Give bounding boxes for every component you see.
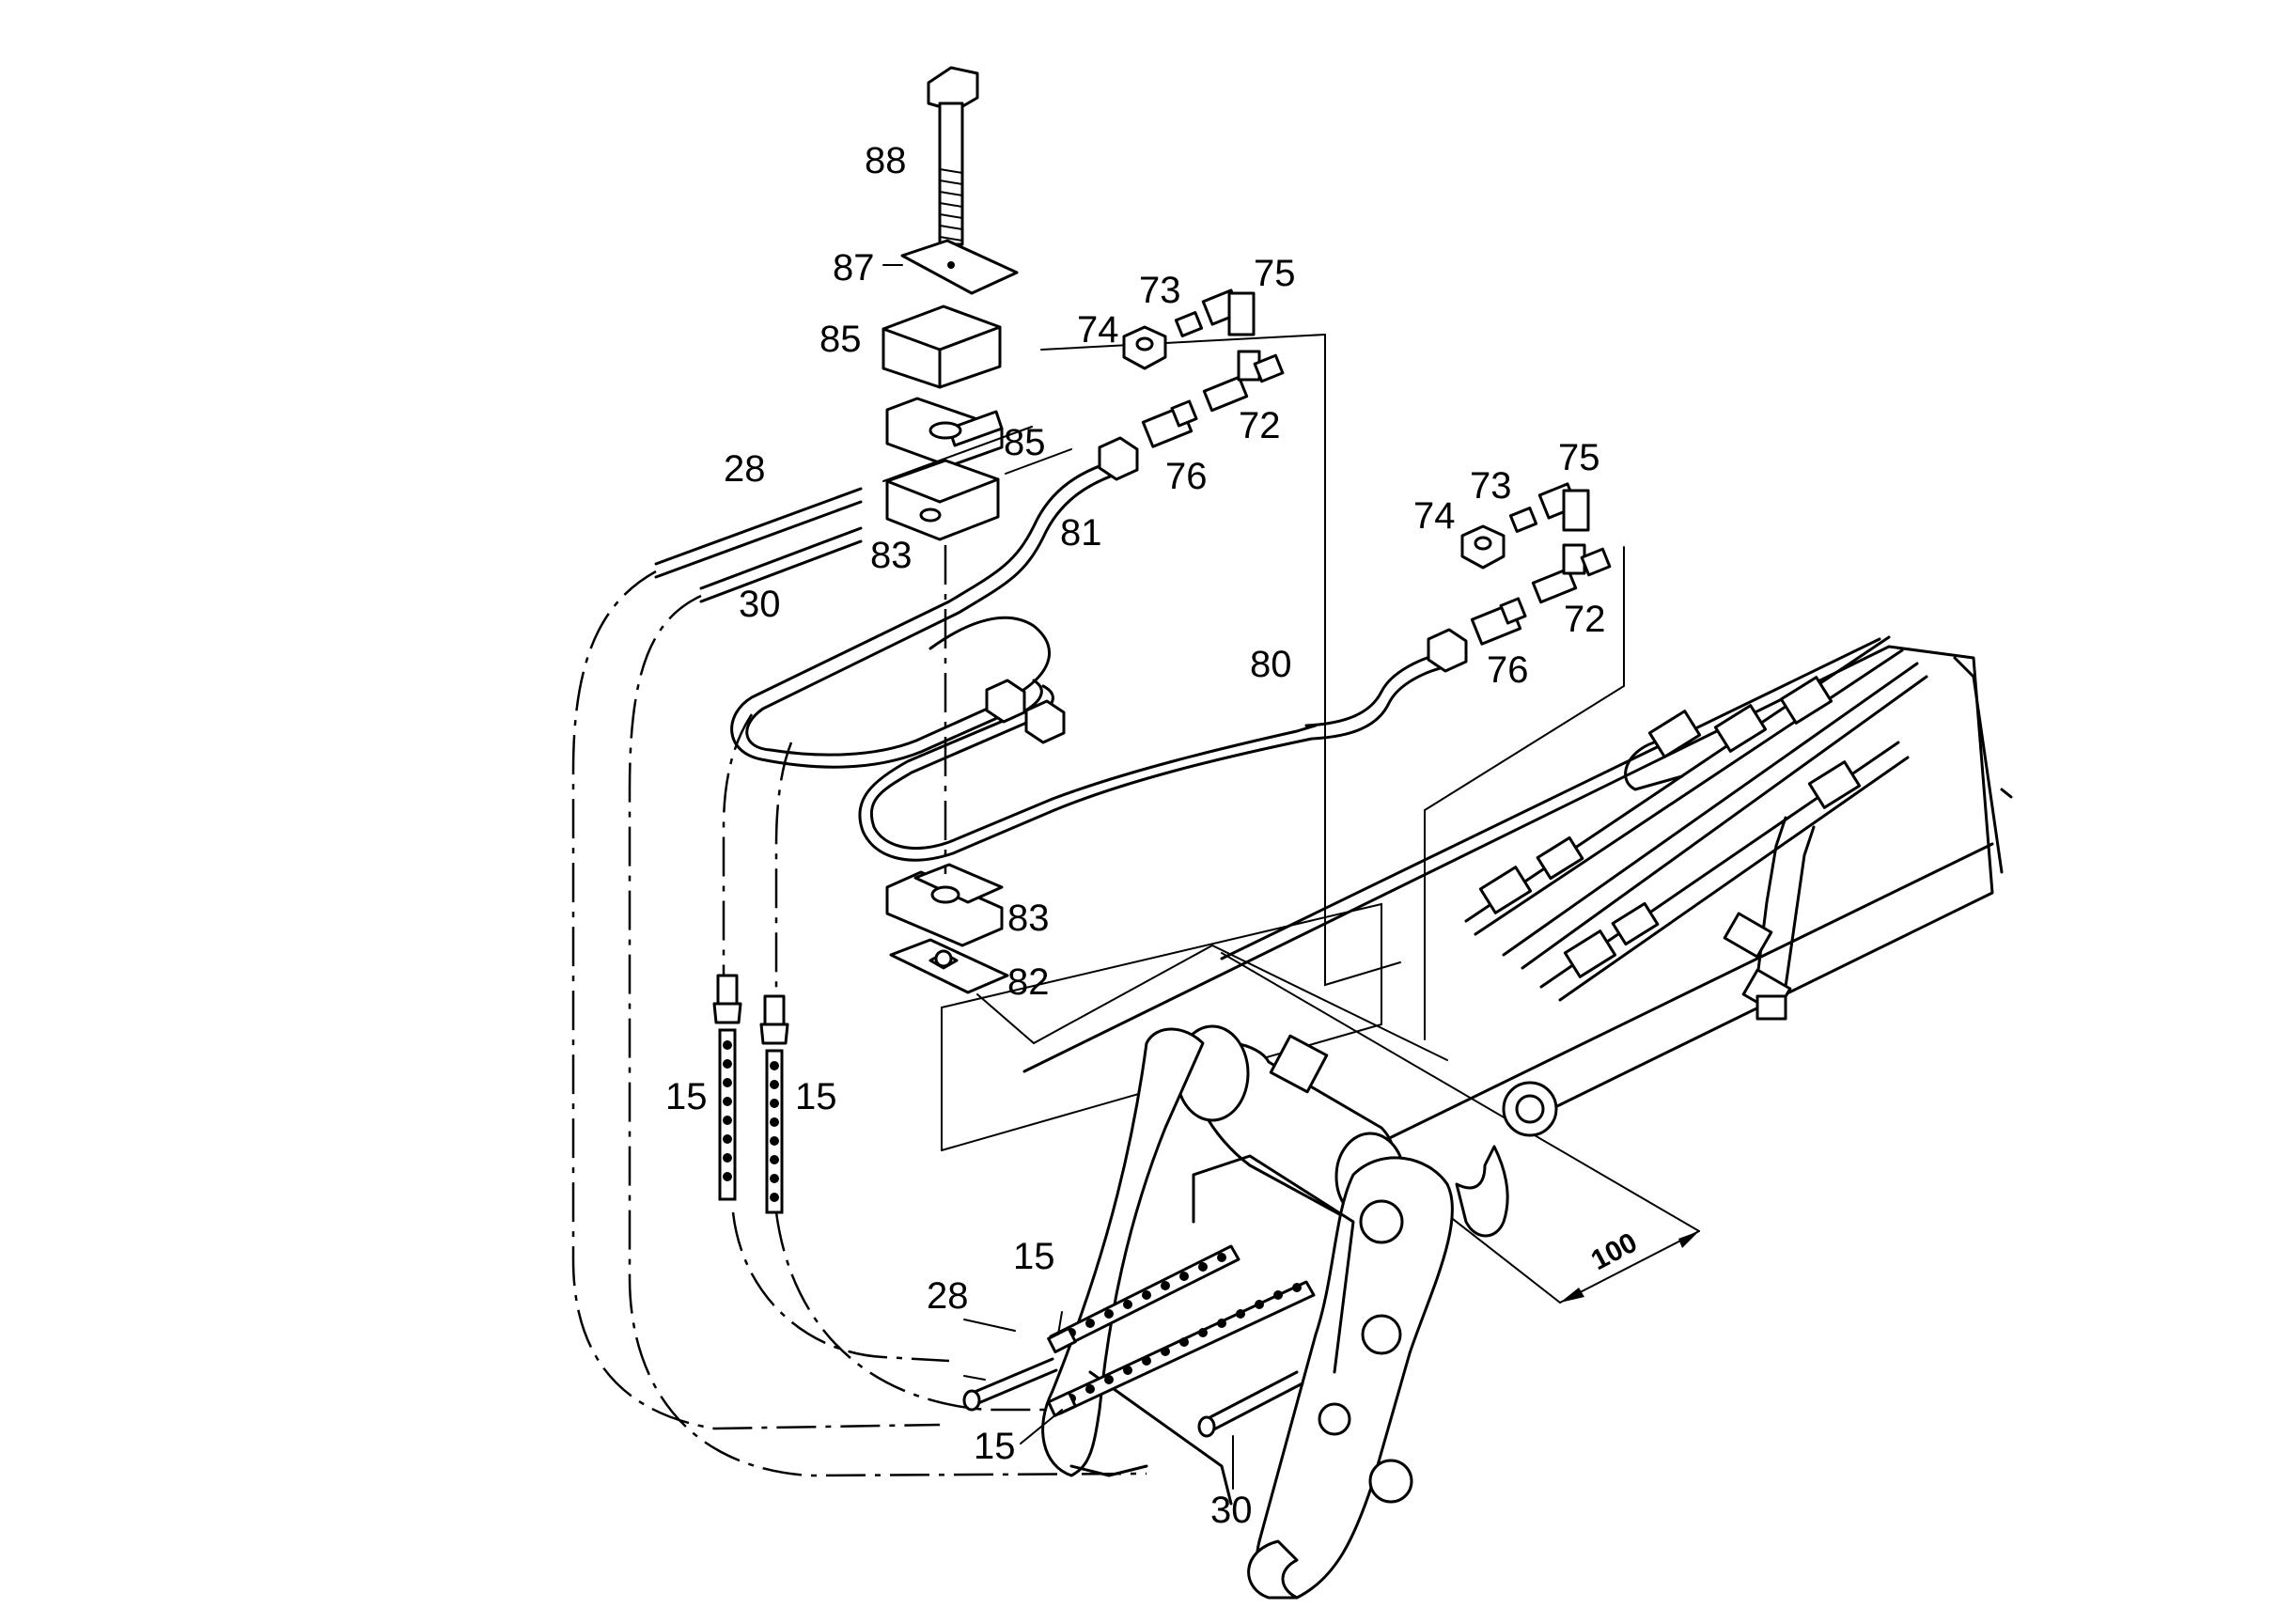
label-81: 81 [1060,512,1102,554]
label-87: 87 [833,247,875,289]
fitting-76-lower [1470,597,1527,646]
nipple-73-lower [1508,507,1538,533]
tee-72-upper [1202,350,1285,413]
label-80: 80 [1250,644,1292,685]
boom-hydraulic-lines [1464,635,1928,1021]
leader-lines [882,264,1234,1490]
label-83-mid: 83 [870,535,913,576]
label-15-right: 15 [795,1076,837,1117]
hose-30-lower [1197,1370,1304,1438]
label-82: 82 [1007,961,1050,1003]
label-72-lower: 72 [1564,599,1606,640]
clamp-83-middle [885,459,1000,541]
label-88: 88 [865,140,907,181]
elbow-75-lower [1537,482,1590,532]
label-74-lower: 74 [1413,495,1456,537]
tube-nut-lower-2 [1024,699,1066,744]
tube-nut-80 [1427,628,1468,673]
label-73-lower: 73 [1470,465,1512,507]
label-15-lower-upper: 15 [1013,1236,1055,1277]
plate-87 [900,239,1019,295]
label-75-upper: 75 [1254,253,1296,294]
tube-nut-lower-1 [985,679,1026,724]
bolt-88 [927,66,979,246]
label-28-lower: 28 [927,1275,969,1317]
label-72-upper: 72 [1239,405,1281,446]
clamp-83-lower [885,863,1004,947]
plate-82 [889,938,1009,994]
dimension-value: 100 [1586,1227,1643,1277]
label-73-upper: 73 [1139,270,1181,311]
hose-30-upper [699,448,1072,603]
braided-hose-15-left [712,974,742,1201]
nipple-73-upper [1174,311,1204,337]
label-15-left: 15 [665,1076,708,1117]
label-85-mid: 85 [1004,422,1046,463]
label-74-upper: 74 [1077,309,1119,351]
label-85-top: 85 [819,319,862,360]
nut-74-lower [1460,524,1506,570]
hose-28-upper [654,426,1033,579]
tube-nut-81 [1098,436,1139,481]
label-15-lower-lower: 15 [974,1426,1016,1467]
hose-28-lower [962,1357,1058,1412]
label-75-lower: 75 [1558,437,1600,478]
label-30-lower: 30 [1210,1490,1253,1531]
pipe-81 [730,457,1124,769]
tee-72-lower [1531,543,1612,604]
boom-arm [1022,637,2013,1148]
elbow-75-upper [1201,289,1256,336]
label-30-upper: 30 [739,584,781,625]
braided-hose-15-lower-lower [1047,1280,1316,1417]
label-76-lower: 76 [1487,649,1529,691]
clamp-half-85-top [882,304,1002,389]
clamp-85-middle [885,397,1004,468]
nut-74-upper [1122,325,1167,370]
label-76-upper: 76 [1165,456,1208,497]
pipe-80 [869,650,1449,850]
fitting-76-upper [1141,399,1198,448]
braided-hose-15-right [759,994,789,1214]
label-83-low: 83 [1007,898,1050,939]
quick-coupler [1041,1024,1558,1600]
label-28-upper: 28 [724,448,766,490]
